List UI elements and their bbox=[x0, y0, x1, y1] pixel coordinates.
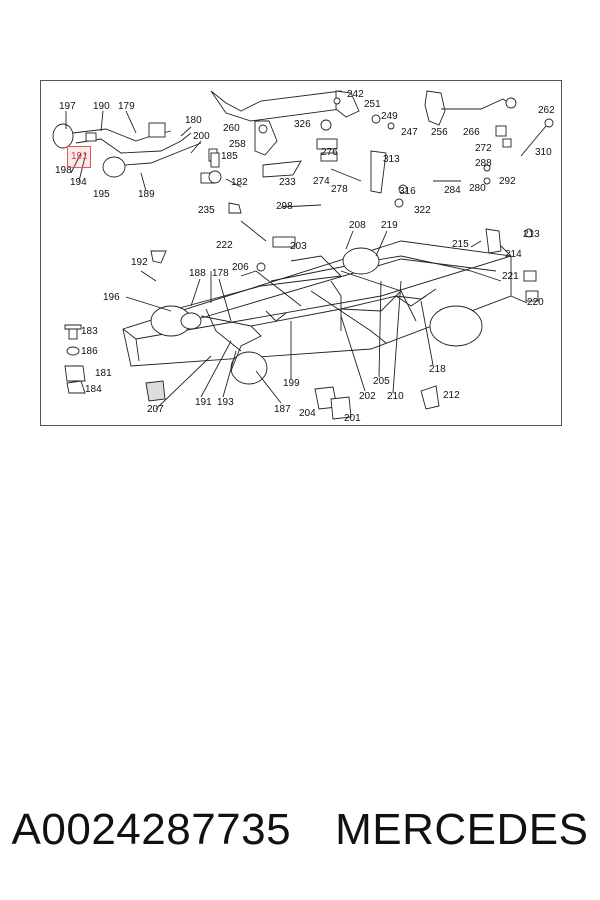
part-caption: A0024287735 MERCEDES bbox=[0, 800, 600, 860]
callout-251: 251 bbox=[364, 99, 381, 110]
callout-201: 201 bbox=[344, 413, 361, 424]
callout-188: 188 bbox=[189, 268, 206, 279]
callout-298: 298 bbox=[276, 201, 293, 212]
callout-249: 249 bbox=[381, 111, 398, 122]
callout-258: 258 bbox=[229, 139, 246, 150]
callout-260: 260 bbox=[223, 123, 240, 134]
callout-191: 191 bbox=[195, 397, 212, 408]
callout-203: 203 bbox=[290, 241, 307, 252]
brand-name: MERCEDES bbox=[335, 805, 589, 854]
callout-186: 186 bbox=[81, 346, 98, 357]
callout-316: 316 bbox=[399, 186, 416, 197]
callout-326: 326 bbox=[294, 119, 311, 130]
callout-189: 189 bbox=[138, 189, 155, 200]
callout-278: 278 bbox=[331, 184, 348, 195]
callout-213: 213 bbox=[523, 229, 540, 240]
lower-left-parts bbox=[64, 250, 167, 402]
callout-220: 220 bbox=[527, 297, 544, 308]
callout-183: 183 bbox=[81, 326, 98, 337]
callout-322: 322 bbox=[414, 205, 431, 216]
callout-198: 198 bbox=[55, 165, 72, 176]
callout-247: 247 bbox=[401, 127, 418, 138]
callout-262: 262 bbox=[538, 105, 555, 116]
callout-202: 202 bbox=[359, 391, 376, 402]
callout-215: 215 bbox=[452, 239, 469, 250]
callout-182: 182 bbox=[231, 177, 248, 188]
callout-233: 233 bbox=[279, 177, 296, 188]
callout-288: 288 bbox=[475, 158, 492, 169]
callout-284: 284 bbox=[444, 185, 461, 196]
callout-208: 208 bbox=[349, 220, 366, 231]
callout-193: 193 bbox=[217, 397, 234, 408]
callout-192: 192 bbox=[131, 257, 148, 268]
highlight-marker bbox=[67, 146, 91, 168]
parts-diagram: 197 190 179 180 200 198 194 195 189 185 … bbox=[40, 80, 562, 426]
callout-274: 274 bbox=[313, 176, 330, 187]
callout-205: 205 bbox=[373, 376, 390, 387]
chassis-frame bbox=[122, 240, 512, 385]
leader-lines bbox=[65, 110, 528, 410]
callout-222: 222 bbox=[216, 240, 233, 251]
upper-right-parts bbox=[420, 90, 554, 410]
upper-middle-parts bbox=[208, 90, 408, 272]
callout-199: 199 bbox=[283, 378, 300, 389]
lower-middle-parts bbox=[314, 386, 352, 420]
callout-labels: 197 190 179 180 200 198 194 195 189 185 … bbox=[55, 89, 555, 424]
exploded-view-drawing: 197 190 179 180 200 198 194 195 189 185 … bbox=[52, 89, 555, 424]
part-number: A0024287735 bbox=[11, 805, 292, 854]
callout-292: 292 bbox=[499, 176, 516, 187]
callout-256: 256 bbox=[431, 127, 448, 138]
callout-185: 185 bbox=[221, 151, 238, 162]
callout-200: 200 bbox=[193, 131, 210, 142]
callout-197: 197 bbox=[59, 101, 76, 112]
callout-313: 313 bbox=[383, 154, 400, 165]
callout-218: 218 bbox=[429, 364, 446, 375]
callout-280: 280 bbox=[469, 183, 486, 194]
callout-181: 181 bbox=[95, 368, 112, 379]
callout-266: 266 bbox=[463, 127, 480, 138]
callout-195: 195 bbox=[93, 189, 110, 200]
callout-242: 242 bbox=[347, 89, 364, 100]
callout-219: 219 bbox=[381, 220, 398, 231]
callout-196: 196 bbox=[103, 292, 120, 303]
callout-206: 206 bbox=[232, 262, 249, 273]
callout-184: 184 bbox=[85, 384, 102, 395]
callout-214: 214 bbox=[505, 249, 522, 260]
callout-210: 210 bbox=[387, 391, 404, 402]
callout-212: 212 bbox=[443, 390, 460, 401]
highlighted-part-label: 191 bbox=[71, 151, 88, 162]
callout-187: 187 bbox=[274, 404, 291, 415]
callout-272: 272 bbox=[475, 143, 492, 154]
callout-235: 235 bbox=[198, 205, 215, 216]
callout-204: 204 bbox=[299, 408, 316, 419]
callout-178: 178 bbox=[212, 268, 229, 279]
callout-207: 207 bbox=[147, 404, 164, 415]
callout-310: 310 bbox=[535, 147, 552, 158]
callout-276: 276 bbox=[321, 147, 338, 158]
callout-180: 180 bbox=[185, 115, 202, 126]
callout-190: 190 bbox=[93, 101, 110, 112]
callout-194: 194 bbox=[70, 177, 87, 188]
callout-179: 179 bbox=[118, 101, 135, 112]
callout-221: 221 bbox=[502, 271, 519, 282]
